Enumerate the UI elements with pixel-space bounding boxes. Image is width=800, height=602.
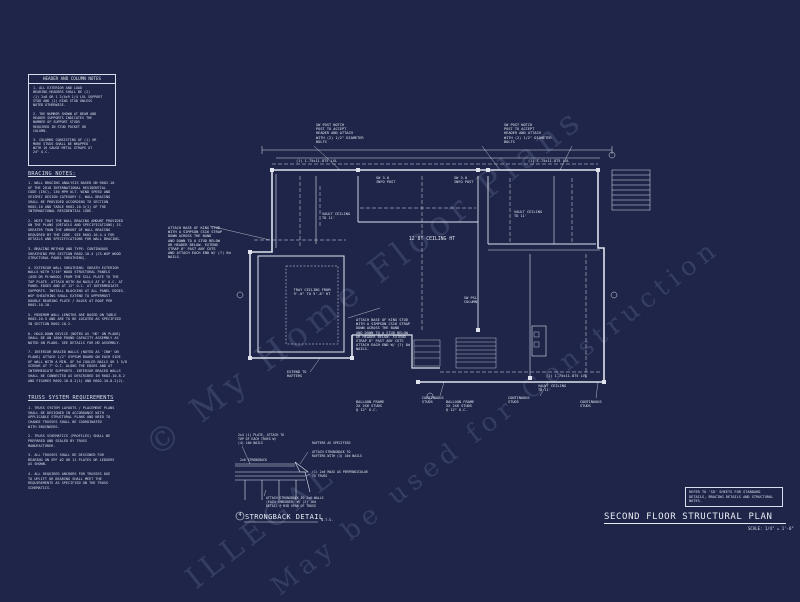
- attach-base-bottom-label: ATTACH BASE OF KING STUD WITH A SIMPSON …: [356, 318, 411, 352]
- strongback-notes-label: ATTACH STRONGBACK TO 2x6 WALLS (EACH EMB…: [266, 496, 324, 509]
- sw-post-left-label: SW POST NOTCH POST TO ACCEPT HEADER AND …: [316, 123, 364, 144]
- bracing-notes-title: BRACING NOTES:: [28, 171, 76, 177]
- lvl-bottom-label: (1) 1.75x11.875 LVL: [546, 374, 588, 378]
- strongback-rafters-label: RAFTERS AS SPECIFIED: [312, 441, 351, 445]
- strongback-title: STRONGBACK DETAIL: [245, 513, 324, 521]
- title-underline: [604, 523, 786, 524]
- tray-ceiling-label: TRAY CEILING FROM 9'-0" TO 9'-8" HT: [293, 288, 331, 297]
- strongback-2x6-label: 2x6 STRONGBACK: [240, 458, 267, 462]
- bracing-notes-body: 1. WALL BRACING ANALYSIS BASED ON R602.1…: [28, 181, 128, 383]
- strongback-plate-label: 2x4 (1) PLATE, ATTACH TO TOP OF EACH TRU…: [238, 433, 285, 446]
- info-post-left-label: SW 3.0 INFO POST: [376, 176, 396, 185]
- balloon-frame-right-label: BALLOON FRAME 2X 2X6 STUDS @ 12" O.C.: [446, 400, 475, 413]
- strongback-scale: N.T.S.: [321, 518, 334, 522]
- sheet-scale: SCALE: 1/4" = 1'-0": [748, 526, 794, 531]
- ceiling-main-label: 12'8" CEILING HT: [408, 237, 456, 242]
- sw-post-right-label: SW POST NOTCH POST TO ACCEPT HEADER AND …: [504, 123, 552, 144]
- ceiling-vault-left-label: VAULT CEILING TO 11': [322, 212, 351, 221]
- continuous-studs-right-label: CONTINUOUS STUDS: [580, 400, 602, 409]
- header-column-notes-box: HEADER AND COLUMN NOTES 1. ALL EXTERIOR …: [28, 74, 116, 166]
- lvl-left-label: (1) 1.75x11.875 LVL: [296, 159, 338, 163]
- strongback-collar-label: (1) 2x6 MAXX AS PERPENDICULAR TO TRUSS: [312, 470, 368, 479]
- attach-base-top-label: ATTACH BASE OF KING STUD WITH A SIMPSON …: [168, 226, 231, 260]
- continuous-studs-left-label: CONTINUOUS STUDS: [422, 396, 444, 405]
- truss-notes-title: TRUSS SYSTEM REQUIREMENTS: [28, 395, 114, 401]
- reference-note-box: REFER TO 'SD' SHEETS FOR STANDARD DETAIL…: [685, 487, 783, 507]
- sheet-title: SECOND FLOOR STRUCTURAL PLAN: [604, 512, 773, 522]
- header-column-notes-body: 1. ALL EXTERIOR AND LOAD BEARING HEADERS…: [33, 86, 103, 155]
- lvl-right-label: (1) 1.75x11.875 LVL: [528, 159, 570, 163]
- ceiling-vault-right-label: VAULT CEILING TO 11': [514, 210, 543, 219]
- continuous-studs-mid-label: CONTINUOUS STUDS: [508, 396, 530, 405]
- balloon-frame-left-label: BALLOON FRAME 2X 2X6 STUDS @ 12" O.C.: [356, 400, 385, 413]
- strongback-marker: 4: [238, 512, 242, 518]
- extend-to-rafters-label: EXTEND TO RAFTERS: [287, 370, 307, 379]
- header-column-notes-title: HEADER AND COLUMN NOTES: [29, 75, 115, 84]
- strongback-ceiling-label: ATTACH STRONGBACK TO RAFTERS WITH (3) 16…: [312, 450, 362, 459]
- sw-psl-column-label: SW PSL COLUMN: [464, 296, 477, 305]
- ceiling-vault-br-label: VAULT CEILING TO 11': [538, 384, 567, 393]
- truss-notes-body: 1. TRUSS SYSTEM LAYOUTS / PLACEMENT PLAN…: [28, 406, 115, 490]
- info-post-right-label: SW 3.0 INFO POST: [454, 176, 474, 185]
